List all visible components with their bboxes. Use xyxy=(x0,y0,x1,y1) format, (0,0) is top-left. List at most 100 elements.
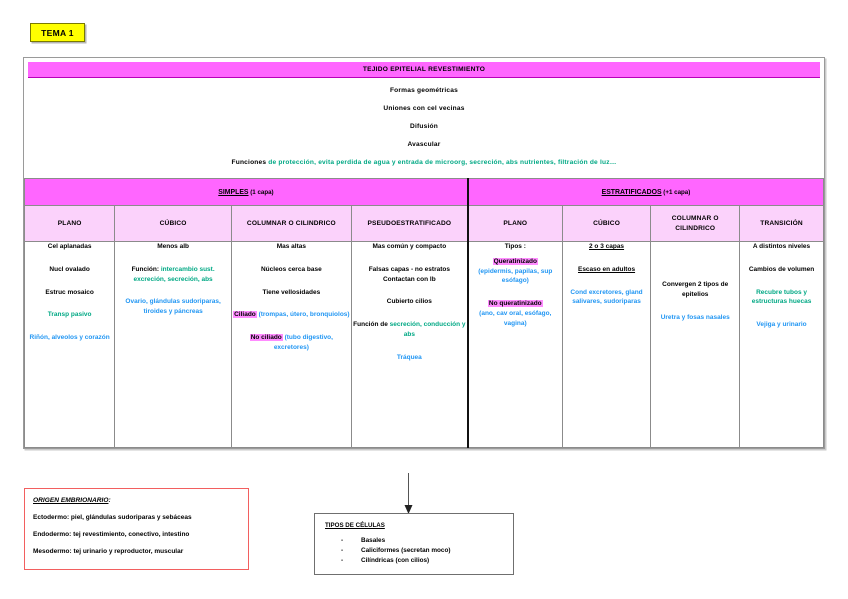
list-item: - Basales xyxy=(341,537,505,544)
c3-no-ciliado-detail: (tubo digestivo, excretores) xyxy=(273,334,333,351)
c3-line-2: Núcleos cerca base xyxy=(260,265,322,273)
tipos-celulas-title: TIPOS DE CÉLULAS xyxy=(325,522,385,529)
c8-line-1: A distintos niveles xyxy=(752,243,811,250)
c2-function-line: Función: intercambio sust. excreción, se… xyxy=(115,265,231,285)
origen-title-colon: : xyxy=(108,497,111,504)
table-header-wrap: TEJIDO EPITELIAL REVESTIMIENTO xyxy=(24,58,824,78)
c3-ciliado-line: Ciliado (trompas, útero, bronquiolos) xyxy=(232,310,351,320)
cell-estrat-cubico: 2 o 3 capas Escaso en adultos Cond excre… xyxy=(561,241,652,448)
c8-line-3: Recubre tubos y estructuras huecas xyxy=(751,288,812,306)
tema-badge: TEMA 1 xyxy=(30,23,85,42)
intro-line-2: Uniones con cel vecinas xyxy=(383,105,465,112)
origen-embrionario-box: ORIGEN EMBRIONARIO: Ectodermo: piel, glá… xyxy=(24,488,249,570)
tipos-celulas-list: - Basales - Caliciformes (secretan moco)… xyxy=(325,537,505,564)
c3-line-1: Mas altas xyxy=(276,243,306,250)
origen-row-mesodermo: Mesodermo: tej urinario y reproductor, m… xyxy=(33,548,184,555)
col-header-estrat-plano: PLANO xyxy=(466,205,563,242)
col-header-estrat-columnar: COLUMNAR O CILINDRICO xyxy=(650,205,741,242)
tipos-de-celulas-box: TIPOS DE CÉLULAS - Basales - Caliciforme… xyxy=(314,513,514,575)
cell-simple-plano: Cel aplanadas Nucl ovalado Estruc mosaic… xyxy=(23,241,116,448)
origen-row-endodermo: Endodermo: tej revestimiento, conectivo,… xyxy=(33,531,190,538)
bullet-dash-1: - xyxy=(341,537,344,544)
group-header-row: SIMPLES (1 capa) ESTRATIFICADOS (+1 capa… xyxy=(23,178,824,206)
cell-transicion: A distintos niveles Cambios de volumen R… xyxy=(739,241,824,448)
col-header-simple-cubico: CÚBICO xyxy=(114,205,232,242)
c1-line-3: Estruc mosaico xyxy=(45,288,94,296)
c4-function-line: Función de secreción, conducción y abs xyxy=(352,320,467,340)
intro-properties-block: Formas geométricas Uniones con cel vecin… xyxy=(24,78,824,178)
c4-line-3: Cubierto cilios xyxy=(386,298,432,306)
c5-queratinizado-line: Queratinizado (epidermis, papilas, sup e… xyxy=(469,257,562,286)
c1-line-1: Cel aplanadas xyxy=(47,243,92,250)
intro-functions-line: Funciones de protección, evita perdida d… xyxy=(24,159,824,166)
functions-label: Funciones xyxy=(231,159,267,166)
c1-line-5: Riñón, alveolos y corazón xyxy=(29,334,110,341)
list-item: - Caliciformes (secretan moco) xyxy=(341,547,505,554)
c5-queratinizado-detail: (epidermis, papilas, sup esófago) xyxy=(478,267,553,285)
c5-line-1: Tipos : xyxy=(504,243,526,250)
tipo-celula-cilindricas: Cilíndricas (con cilios) xyxy=(361,557,430,564)
tema-badge-label: TEMA 1 xyxy=(41,27,74,38)
tipo-celula-basales: Basales xyxy=(361,537,386,544)
table-title: TEJIDO EPITELIAL REVESTIMIENTO xyxy=(362,66,486,73)
tipo-celula-caliciformes: Caliciformes (secretan moco) xyxy=(361,547,451,554)
cell-simple-cubico: Menos alb Función: intercambio sust. exc… xyxy=(114,241,232,448)
c7-line-1: Convergen 2 tipos de epitelios xyxy=(662,281,729,298)
bullet-dash-2: - xyxy=(341,547,344,554)
table-title-bar: TEJIDO EPITELIAL REVESTIMIENTO xyxy=(28,62,820,78)
bullet-dash-3: - xyxy=(341,557,344,564)
list-item: - Cilíndricas (con cilios) xyxy=(341,557,505,564)
c3-line-3: Tiene vellosidades xyxy=(262,288,321,296)
functions-text: de protección, evita perdida de agua y e… xyxy=(266,159,617,166)
col-header-pseudoestratificado: PSEUDOESTRATIFICADO xyxy=(350,205,469,242)
c2-function-label: Función: xyxy=(131,265,160,273)
c4-line-2: Falsas capas - no estratos Contactan con… xyxy=(352,265,467,285)
c6-line-3: Cond excretores, gland salivares, sudori… xyxy=(570,288,643,306)
c5-queratinizado-highlight: Queratinizado xyxy=(492,257,538,265)
c5-no-queratinizado-line: No queratinizado (ano, cav oral, esófago… xyxy=(469,299,562,328)
cell-estrat-columnar: Convergen 2 tipos de epitelios Uretra y … xyxy=(650,241,741,448)
c2-line-3: Ovario, glándulas sudoriparas, tiroides … xyxy=(125,298,221,315)
c2-function-text: intercambio sust. excreción, secreción, … xyxy=(133,265,215,283)
epithelial-tissue-table: TEJIDO EPITELIAL REVESTIMIENTO Formas ge… xyxy=(23,57,825,449)
classification-grid: SIMPLES (1 capa) ESTRATIFICADOS (+1 capa… xyxy=(23,178,824,448)
c4-line-5: Tráquea xyxy=(396,353,422,361)
c1-line-2: Nucl ovalado xyxy=(49,265,90,273)
down-arrow-icon xyxy=(404,473,413,514)
c8-line-2: Cambios de volumen xyxy=(748,265,815,273)
intro-line-3: Difusión xyxy=(410,123,438,130)
origen-title-text: ORIGEN EMBRIONARIO xyxy=(33,497,109,504)
origen-title: ORIGEN EMBRIONARIO: xyxy=(33,497,240,504)
c3-ciliado-highlight: Ciliado xyxy=(233,311,257,319)
c4-line-2b: Contactan con lb xyxy=(382,275,436,283)
col-header-transicion: TRANSICIÓN xyxy=(739,205,824,242)
c4-function-label: Función de xyxy=(353,321,388,328)
c6-line-2: Escaso en adultos xyxy=(577,265,636,273)
group-header-simples: SIMPLES (1 capa) xyxy=(23,178,469,206)
col-header-simple-plano: PLANO xyxy=(23,205,116,242)
col-header-simple-columnar: COLUMNAR O CILINDRICO xyxy=(230,205,352,242)
content-row: Cel aplanadas Nucl ovalado Estruc mosaic… xyxy=(23,241,824,448)
c2-line-1: Menos alb xyxy=(157,243,189,250)
cell-estrat-plano: Tipos : Queratinizado (epidermis, papila… xyxy=(466,241,563,448)
c4-function-text: secreción, conducción y abs xyxy=(387,321,466,338)
col-header-estrat-cubico: CÚBICO xyxy=(561,205,652,242)
column-header-row: PLANO CÚBICO COLUMNAR O CILINDRICO PSEUD… xyxy=(23,205,824,242)
c5-no-queratinizado-highlight: No queratinizado xyxy=(487,300,543,307)
c4-line-2a: Falsas capas - no estratos xyxy=(368,265,450,273)
group-header-estratificados: ESTRATIFICADOS (+1 capa) xyxy=(466,178,824,206)
c1-line-4: Transp pasivo xyxy=(47,311,92,319)
c3-ciliado-detail: (trompas, útero, bronquiolos) xyxy=(256,311,350,319)
c6-line-1: 2 o 3 capas xyxy=(589,243,625,250)
group-estratificados-note: (+1 capa) xyxy=(661,188,691,196)
origen-row-ectodermo: Ectodermo: piel, glándulas sudoriparas y… xyxy=(33,514,192,521)
c3-no-ciliado-line: No ciliado (tubo digestivo, excretores) xyxy=(232,333,351,353)
c7-line-2: Uretra y fosas nasales xyxy=(660,313,730,321)
group-simples-note: (1 capa) xyxy=(248,188,274,196)
intro-line-4: Avascular xyxy=(407,141,441,148)
group-estratificados-name: ESTRATIFICADOS xyxy=(601,188,662,196)
c3-no-ciliado-highlight: No ciliado xyxy=(249,334,283,341)
cell-simple-columnar: Mas altas Núcleos cerca base Tiene vello… xyxy=(230,241,352,448)
c5-no-queratinizado-detail: (ano, cav oral, esófago, vagina) xyxy=(479,309,552,327)
c8-line-4: Vejiga y urinario xyxy=(756,321,807,328)
